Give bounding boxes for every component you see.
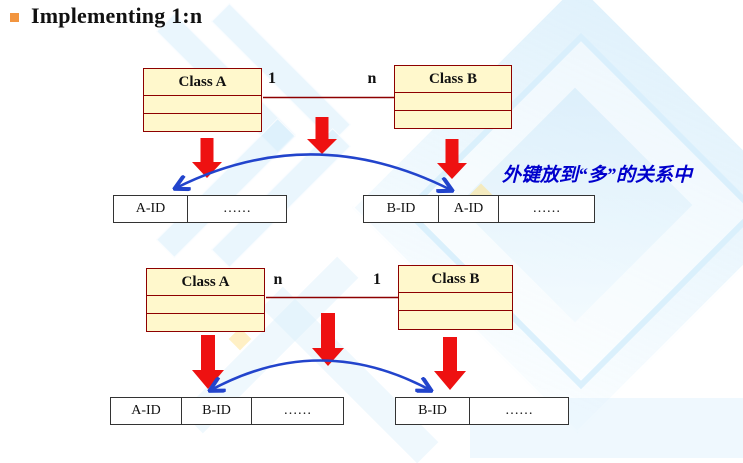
class-attr-row (144, 96, 261, 114)
multiplicity-bottom-right: 1 (373, 271, 381, 288)
class-box-bottom-b: Class B (398, 265, 513, 330)
class-title: Class B (395, 66, 511, 93)
multiplicity-bottom-left: n (273, 271, 283, 288)
fk-curve-arrow-top (176, 153, 451, 190)
table-cell: A-ID (135, 201, 166, 216)
multiplicity-top-left: 1 (268, 70, 276, 87)
down-arrow-icon (434, 337, 466, 390)
mapping-table-bottom-b: B-ID …… (395, 397, 569, 425)
class-title: Class A (144, 69, 261, 96)
class-title: Class A (147, 269, 264, 296)
table-cell: …… (469, 398, 568, 424)
class-attr-row (395, 93, 511, 111)
mapping-table-top-a: A-ID …… (113, 195, 287, 223)
mapping-table-bottom-a: A-ID B-ID …… (110, 397, 344, 425)
down-arrow-icon (307, 117, 337, 154)
fk-curve-arrow-bottom (211, 359, 430, 391)
multiplicity-top-right: n (367, 70, 377, 87)
down-arrow-icon (312, 313, 344, 366)
class-attr-row (399, 293, 512, 311)
class-attr-row (395, 111, 511, 128)
fk-annotation: 外键放到“多”的关系中 (502, 165, 693, 186)
table-cell: A-ID (438, 196, 498, 222)
mapping-table-top-b: B-ID A-ID …… (363, 195, 595, 223)
slide-title: Implementing 1:n (31, 3, 203, 28)
class-attr-row (399, 311, 512, 328)
class-box-bottom-a: Class A (146, 268, 265, 332)
table-cell: B-ID (181, 398, 251, 424)
class-attr-row (147, 314, 264, 331)
table-cell: A-ID (131, 403, 161, 418)
table-cell: B-ID (386, 201, 416, 216)
class-box-top-b: Class B (394, 65, 512, 129)
title-bullet-icon (10, 13, 19, 22)
down-arrow-icon (437, 139, 467, 179)
table-cell: …… (498, 196, 594, 222)
down-arrow-icon (192, 335, 224, 389)
class-box-top-a: Class A (143, 68, 262, 132)
table-cell: B-ID (418, 403, 447, 418)
class-attr-row (147, 296, 264, 314)
table-cell: …… (187, 196, 286, 222)
down-arrow-icon (192, 138, 222, 178)
table-cell: …… (251, 398, 343, 424)
class-attr-row (144, 114, 261, 131)
class-title: Class B (399, 266, 512, 293)
